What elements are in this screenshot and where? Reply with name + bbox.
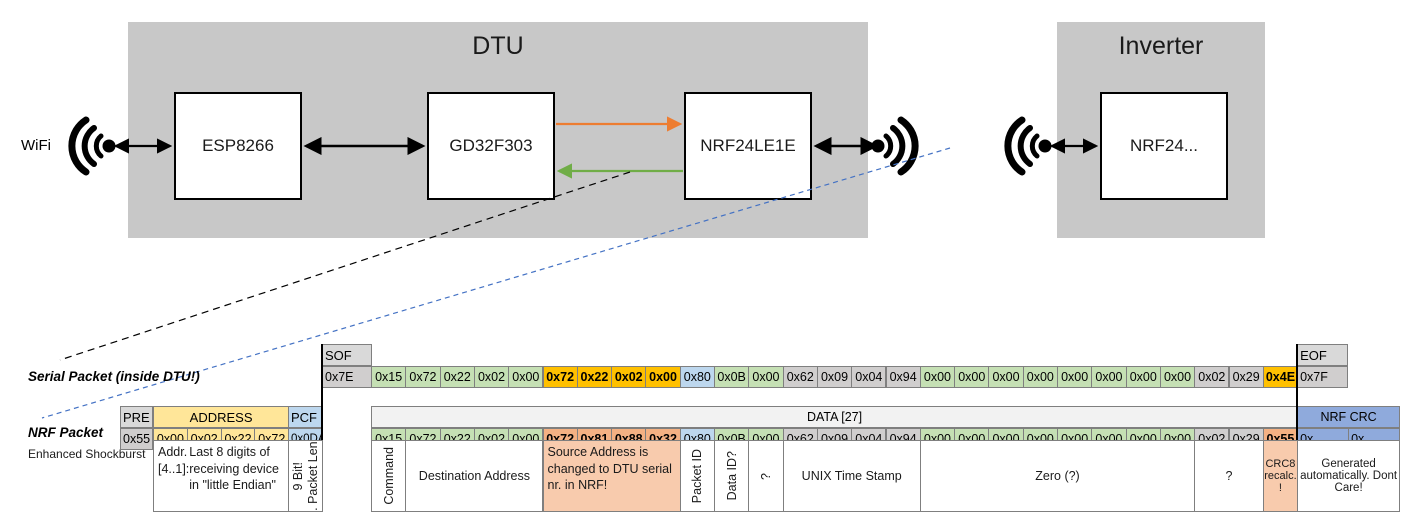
serial-byte-11: 0x00 <box>748 366 784 388</box>
serial-eof-value: 0x7F <box>1297 366 1349 388</box>
chip-esp8266: ESP8266 <box>174 92 302 200</box>
nrf-pre-value: 0x55 <box>120 428 153 450</box>
chip-nrf24le1e: NRF24LE1E <box>684 92 812 200</box>
serial-packet-row-label: Serial Packet (inside DTU!) <box>28 369 200 384</box>
inverter-device-box: Inverter <box>1057 22 1265 238</box>
annotation-question: ? <box>1194 440 1264 512</box>
annotation-unknown-mark: ? <box>748 440 784 512</box>
serial-byte-20: 0x00 <box>1057 366 1093 388</box>
inverter-title: Inverter <box>1118 32 1204 60</box>
packet-link-line-right <box>1296 344 1298 440</box>
serial-byte-19: 0x00 <box>1022 366 1058 388</box>
annotation-packet-id: Packet ID <box>679 440 715 512</box>
annotation-command: Command <box>371 440 407 512</box>
serial-byte-16: 0x00 <box>919 366 956 388</box>
serial-byte-12: 0x62 <box>782 366 818 388</box>
annotation-zero: Zero (?) <box>919 440 1196 512</box>
serial-byte-14: 0x04 <box>851 366 887 388</box>
serial-byte-23: 0x00 <box>1159 366 1196 388</box>
nrf-pre-header: PRE <box>120 406 153 428</box>
chip-nrf24le1e-label: NRF24LE1E <box>700 136 796 155</box>
nrf-packet-row-label: NRF Packet <box>28 425 104 440</box>
serial-byte-25: 0x29 <box>1228 366 1264 388</box>
chip-gd32f303-label: GD32F303 <box>449 136 533 155</box>
serial-byte-8: 0x00 <box>645 366 681 388</box>
serial-byte-24: 0x02 <box>1194 366 1230 388</box>
serial-byte-17: 0x00 <box>954 366 990 388</box>
serial-byte-13: 0x09 <box>816 366 853 388</box>
serial-byte-1: 0x72 <box>405 366 441 388</box>
serial-byte-3: 0x02 <box>473 366 510 388</box>
serial-sof-value: 0x7E <box>322 366 372 388</box>
annotation-destination-address: Destination Address <box>405 440 544 512</box>
annotation-address-note-line-1: Last 8 digits of receiving device in "li… <box>189 445 279 492</box>
serial-byte-26: 0x4E <box>1262 366 1299 388</box>
annotation-unix-time-stamp: UNIX Time Stamp <box>782 440 921 512</box>
serial-byte-15: 0x94 <box>885 366 921 388</box>
serial-byte-22: 0x00 <box>1125 366 1161 388</box>
chip-esp8266-label: ESP8266 <box>202 136 274 155</box>
serial-eof-header: EOF <box>1297 344 1349 366</box>
annotation-data-id: Data ID? <box>714 440 750 512</box>
nrf-address-header: ADDRESS <box>153 406 290 428</box>
annotation-address-note: Addr. [4..1]:Last 8 digits of receiving … <box>153 440 290 512</box>
serial-byte-21: 0x00 <box>1091 366 1127 388</box>
dtu-rf-antenna-icon <box>871 116 919 176</box>
serial-byte-4: 0x00 <box>508 366 544 388</box>
serial-byte-6: 0x22 <box>576 366 613 388</box>
chip-nrf24-label: NRF24... <box>1129 136 1199 155</box>
chip-gd32f303: GD32F303 <box>427 92 555 200</box>
serial-byte-7: 0x02 <box>611 366 647 388</box>
annotation-crc8: CRC8 recalc. ! <box>1262 440 1299 512</box>
annotation-address-note-line-0: Addr. [4..1]: <box>158 445 190 476</box>
serial-byte-2: 0x22 <box>439 366 475 388</box>
annotation-source-address-note: Source Address is changed to DTU serial … <box>542 440 681 512</box>
annotation-crc-generated: Generated automatically. Dont Care! <box>1297 440 1401 512</box>
serial-byte-9: 0x80 <box>679 366 715 388</box>
inverter-rf-antenna-icon <box>1004 116 1052 176</box>
packet-link-line-left <box>321 344 323 440</box>
wifi-label: WiFi <box>21 137 51 154</box>
nrf-data-header: DATA [27] <box>371 406 1299 428</box>
serial-byte-18: 0x00 <box>988 366 1024 388</box>
serial-byte-5: 0x72 <box>542 366 578 388</box>
dtu-title: DTU <box>472 32 524 60</box>
nrf-pcf-header: PCF <box>288 406 322 428</box>
serial-byte-10: 0x0B <box>714 366 750 388</box>
chip-nrf24: NRF24... <box>1100 92 1228 200</box>
serial-sof-header: SOF <box>322 344 372 366</box>
enhanced-shockburst-label: Enhanced Shockburst <box>28 447 146 461</box>
nrf-crc-header: NRF CRC <box>1297 406 1401 428</box>
wifi-antenna-icon <box>68 116 116 176</box>
annotation-pcf-note: 9 Bit!Inc. Packet Length <box>288 440 323 512</box>
serial-byte-0: 0x15 <box>371 366 407 388</box>
